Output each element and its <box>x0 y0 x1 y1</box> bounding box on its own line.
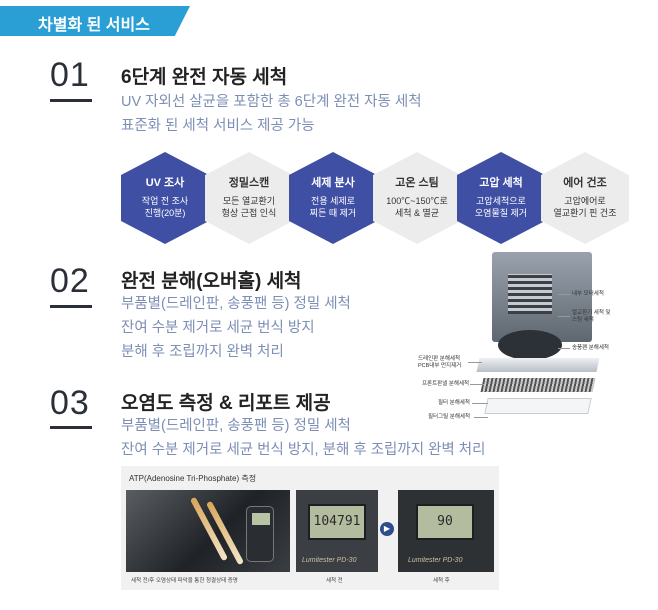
front-grille <box>484 398 592 414</box>
atp-photo-technician <box>126 490 290 572</box>
step-title: UV 조사 <box>145 177 185 189</box>
desc-line: 잔여 수분 제거로 세균 번식 방지, 분해 후 조립까지 완벽 처리 <box>121 442 486 458</box>
label-blower: 송풍팬 분해세척 <box>572 345 609 351</box>
section-desc-02: 부품별(드레인판, 송풍팬 등) 정밀 세척 잔여 수분 제거로 세균 번식 방… <box>121 292 351 364</box>
ac-unit-body <box>492 252 592 342</box>
caption-photo: 세척 전/후 오염상태 파악을 통한 청결상태 증명 <box>131 578 238 584</box>
label-filter: 필터 분해세척 <box>438 400 470 406</box>
section-underline <box>50 305 92 308</box>
drain-pan <box>476 358 600 372</box>
step-title: 고온 스팀 <box>395 177 439 189</box>
section-number-01: 01 <box>50 56 90 94</box>
step-title: 정밀스캔 <box>228 177 270 189</box>
atp-photo-after: 90 Lumitester PD-30 <box>398 490 494 572</box>
desc-line: UV 자외선 살균을 포함한 총 6단계 완전 자동 세척 <box>121 94 422 110</box>
blower-fan <box>498 330 562 360</box>
desc-line: 부품별(드레인판, 송풍팬 등) 정밀 세척 <box>121 418 351 434</box>
atp-meter-device <box>246 506 274 562</box>
step-title: 세제 분사 <box>311 177 355 189</box>
section-number-02: 02 <box>50 262 90 300</box>
section-desc-03: 부품별(드레인판, 송풍팬 등) 정밀 세척 잔여 수분 제거로 세균 번식 방… <box>121 414 485 462</box>
atp-photo-before: 104791 Lumitester PD-30 <box>296 490 378 572</box>
section-ribbon: 차별화 된 서비스 <box>0 6 190 36</box>
atp-title: ATP(Adenosine Tri-Phosphate) 측정 <box>129 474 257 483</box>
section-title-02: 완전 분해(오버홀) 세척 <box>121 271 302 292</box>
arrow-right-icon: ▶ <box>380 522 394 536</box>
after-reading: 90 <box>416 504 474 540</box>
section-underline <box>50 99 92 102</box>
caption-after: 세척 후 <box>433 578 450 584</box>
meter-brand: Lumitester PD-30 <box>302 557 357 564</box>
step-title: 고압 세척 <box>479 177 523 189</box>
label-front-panel: 프론트판넬 분해세척 <box>422 381 470 387</box>
label-motor: 내부 모터세척 <box>572 291 604 297</box>
filter <box>480 378 596 392</box>
step-title: 에어 건조 <box>563 177 607 189</box>
section-number-03: 03 <box>50 384 90 422</box>
desc-line: 부품별(드레인판, 송풍팬 등) 정밀 세척 <box>121 296 351 312</box>
section-title-03: 오염도 측정 & 리포트 제공 <box>121 393 331 414</box>
before-reading: 104791 <box>308 504 366 540</box>
label-grille: 필터그릴 분해세척 <box>428 414 471 420</box>
section-title-01: 6단계 완전 자동 세척 <box>121 67 288 88</box>
desc-line: 잔여 수분 제거로 세균 번식 방지 <box>121 320 315 336</box>
atp-measurement-panel: ATP(Adenosine Tri-Phosphate) 측정 104791 L… <box>121 466 499 590</box>
section-desc-01: UV 자외선 살균을 포함한 총 6단계 완전 자동 세척 표준화 된 세척 서… <box>121 90 422 138</box>
caption-before: 세척 전 <box>326 578 343 584</box>
section-underline <box>50 426 92 429</box>
ribbon-title: 차별화 된 서비스 <box>38 17 150 34</box>
desc-line: 표준화 된 세척 서비스 제공 가능 <box>121 118 315 134</box>
meter-brand: Lumitester PD-30 <box>408 557 463 564</box>
desc-line: 분해 후 조립까지 완벽 처리 <box>121 344 284 360</box>
